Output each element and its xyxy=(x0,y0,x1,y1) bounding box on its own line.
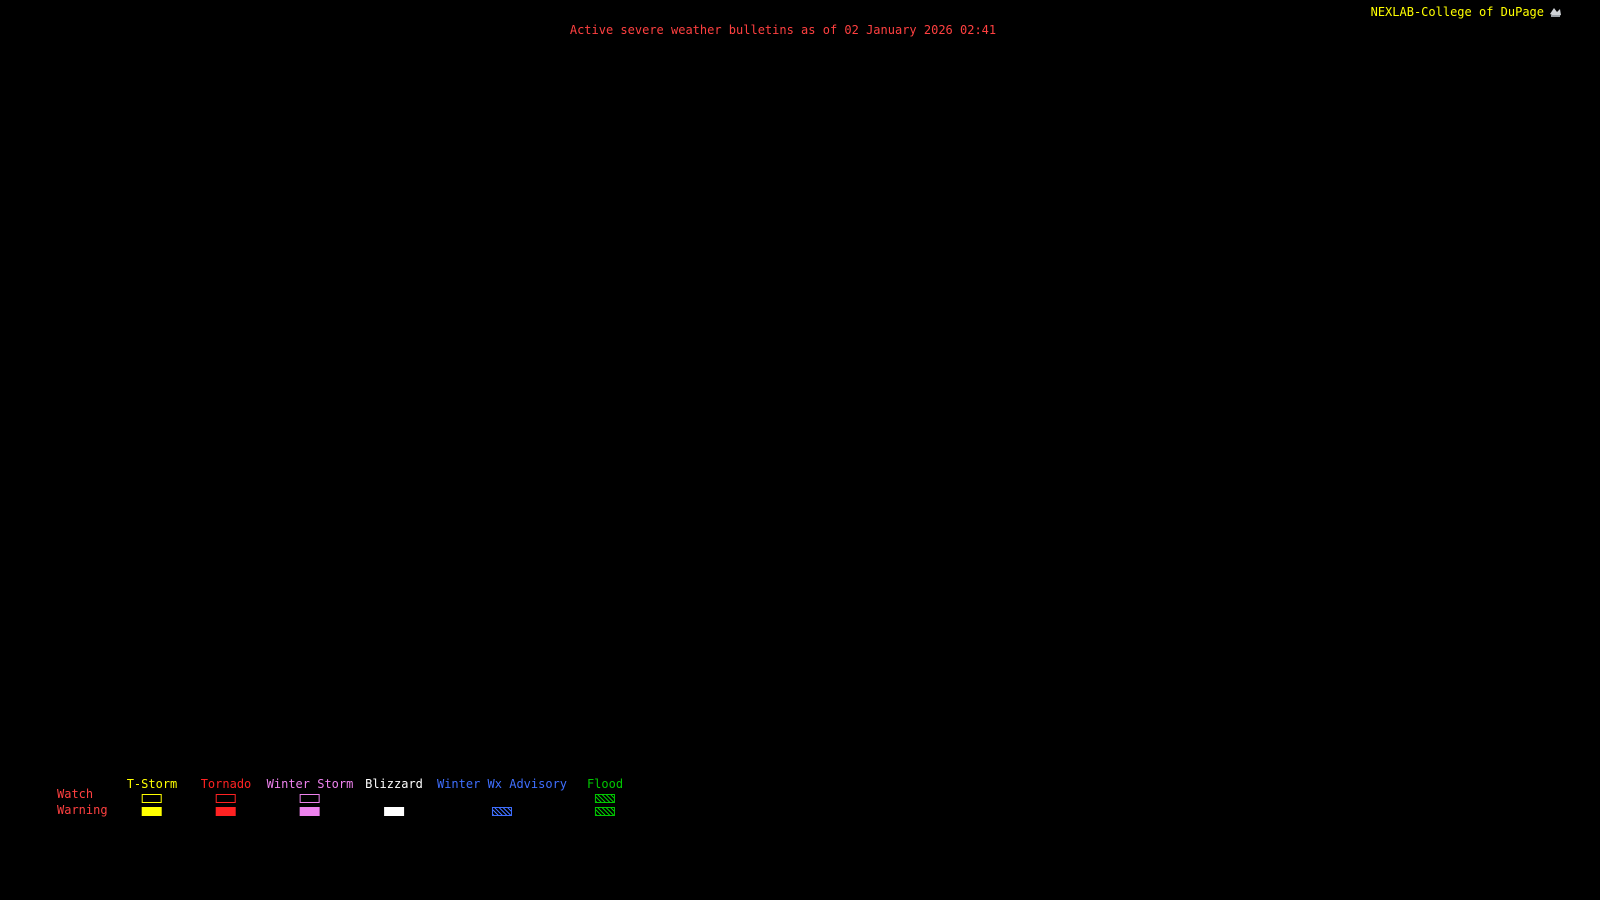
legend-column-label-winter-storm: Winter Storm xyxy=(266,777,354,791)
flood-warning-swatch xyxy=(595,807,615,816)
legend-column-blizzard: Blizzard xyxy=(365,777,423,820)
legend-column-label-tornado: Tornado xyxy=(200,777,252,791)
t-storm-watch-swatch xyxy=(141,794,162,803)
legend-row-label-watch: Watch xyxy=(57,787,94,801)
brand-label: NEXLAB-College of DuPage xyxy=(1370,5,1544,19)
legend-column-tornado: Tornado xyxy=(200,777,252,820)
winter-storm-warning-swatch xyxy=(299,807,320,816)
tornado-warning-swatch xyxy=(215,807,236,816)
flood-watch-swatch xyxy=(595,794,615,803)
legend-column-winter-wx-advisory: Winter Wx Advisory xyxy=(437,777,567,820)
tornado-watch-swatch xyxy=(215,794,236,803)
legend-row-label-warning: Warning xyxy=(57,803,108,817)
bulletin-title: Active severe weather bulletins as of 02… xyxy=(569,23,997,37)
winter-wx-advisory-warning-swatch xyxy=(491,807,512,816)
t-storm-warning-swatch xyxy=(141,807,162,816)
winter-storm-watch-swatch xyxy=(299,794,320,803)
legend-column-flood: Flood xyxy=(587,777,623,820)
brand: NEXLAB-College of DuPage xyxy=(1371,5,1562,19)
legend-column-t-storm: T-Storm xyxy=(126,777,178,820)
legend-column-label-flood: Flood xyxy=(586,777,624,791)
cod-logo-icon xyxy=(1550,7,1561,17)
legend-column-label-winter-wx-advisory: Winter Wx Advisory xyxy=(436,777,568,791)
legend-column-winter-storm: Winter Storm xyxy=(266,777,354,820)
legend-column-label-t-storm: T-Storm xyxy=(126,777,178,791)
blizzard-warning-swatch xyxy=(383,807,404,816)
legend-column-label-blizzard: Blizzard xyxy=(365,777,423,791)
